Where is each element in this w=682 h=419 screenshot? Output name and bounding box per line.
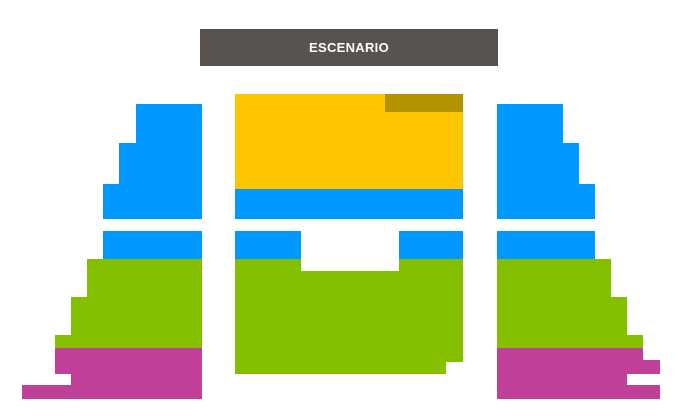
left-purple-zone[interactable] [22,348,202,399]
center-green-zone[interactable] [235,259,463,374]
stage: ESCENARIO [200,29,498,66]
left-blue-lower-zone[interactable] [103,231,202,259]
center-blue-band[interactable] [235,189,463,219]
left-green-zone[interactable] [55,259,202,348]
right-blue-upper-zone[interactable] [497,104,595,219]
stage-box [200,29,498,66]
right-purple-zone[interactable] [497,348,660,399]
left-blue-upper-zone[interactable] [103,104,202,219]
right-blue-lower-zone[interactable] [497,231,595,259]
right-green-zone[interactable] [497,259,643,348]
center-blue-left-block[interactable] [235,231,301,259]
center-orange-corner-zone[interactable] [385,94,463,112]
stage-label: ESCENARIO [309,40,389,55]
center-blue-right-block[interactable] [399,231,463,259]
